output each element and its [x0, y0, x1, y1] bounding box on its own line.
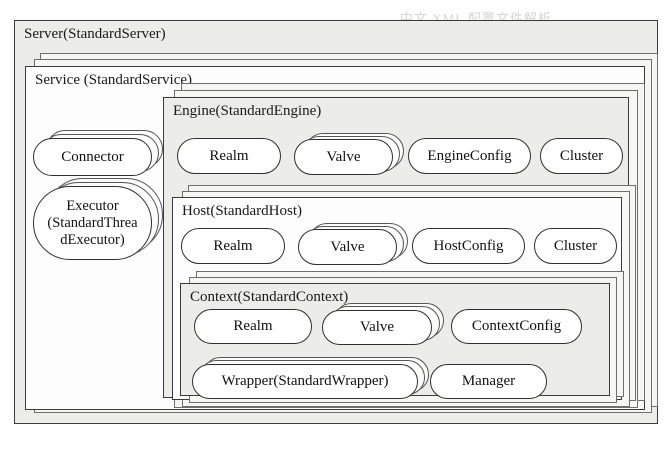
component-context-config[interactable]: ContextConfig [451, 309, 582, 344]
component-context-valve[interactable]: Valve [322, 310, 432, 345]
component-label: Connector [61, 148, 124, 165]
component-label-line2: (StandardThrea [47, 214, 138, 231]
component-engine-config[interactable]: EngineConfig [408, 138, 531, 174]
component-label: Manager [461, 373, 516, 389]
component-label: Valve [359, 319, 395, 335]
service-title: Service (StandardService) [35, 72, 193, 88]
component-label: HostConfig [433, 237, 504, 254]
component-label: Realm [233, 318, 273, 334]
component-host-valve[interactable]: Valve [298, 229, 397, 265]
component-host-config[interactable]: HostConfig [412, 228, 525, 264]
component-host-realm[interactable]: Realm [181, 228, 285, 264]
component-context-wrapper[interactable]: Wrapper(StandardWrapper) [192, 364, 418, 399]
engine-title: Engine(StandardEngine) [173, 103, 322, 119]
component-label: Cluster [559, 147, 604, 164]
component-context-manager[interactable]: Manager [430, 364, 547, 399]
component-label: Wrapper(StandardWrapper) [221, 373, 389, 389]
component-label: EngineConfig [427, 147, 512, 164]
component-label: Cluster [553, 237, 598, 254]
component-engine-realm[interactable]: Realm [177, 138, 281, 174]
component-label: Realm [209, 147, 249, 164]
server-title: Server(StandardServer) [24, 26, 166, 42]
component-label: Valve [330, 238, 365, 255]
component-label: Realm [213, 237, 253, 254]
component-label-line1: Executor [66, 197, 119, 214]
component-executor[interactable]: Executor (StandardThrea dExecutor) [33, 186, 152, 260]
component-label-line3: dExecutor) [60, 231, 125, 248]
host-title: Host(StandardHost) [182, 203, 302, 219]
component-engine-valve[interactable]: Valve [294, 139, 393, 175]
component-context-realm[interactable]: Realm [194, 309, 312, 344]
component-label: Valve [326, 148, 361, 165]
component-engine-cluster[interactable]: Cluster [540, 138, 623, 174]
component-label: ContextConfig [471, 318, 562, 334]
context-title: Context(StandardContext) [190, 289, 349, 305]
component-host-cluster[interactable]: Cluster [534, 228, 617, 264]
component-connector[interactable]: Connector [33, 138, 152, 176]
